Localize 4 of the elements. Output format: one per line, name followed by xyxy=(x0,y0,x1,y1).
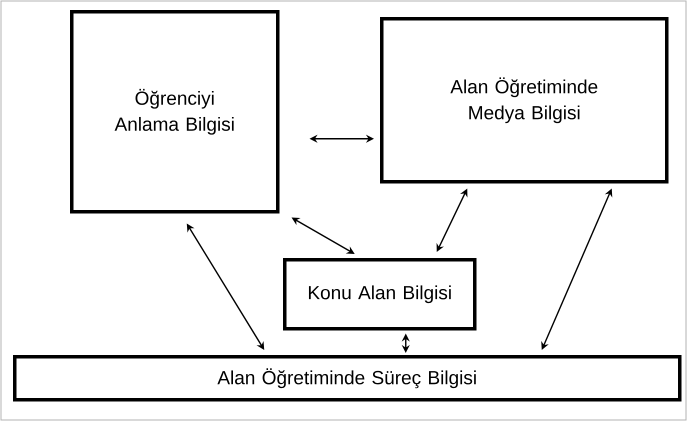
concept-box: Alan Öğretiminde Süreç Bilgisi xyxy=(13,355,682,402)
concept-box: Konu Alan Bilgisi xyxy=(283,258,476,330)
concept-box: Alan Öğretiminde Medya Bilgisi xyxy=(380,17,668,184)
concept-box: Öğrenciyi Anlama Bilgisi xyxy=(70,10,280,214)
